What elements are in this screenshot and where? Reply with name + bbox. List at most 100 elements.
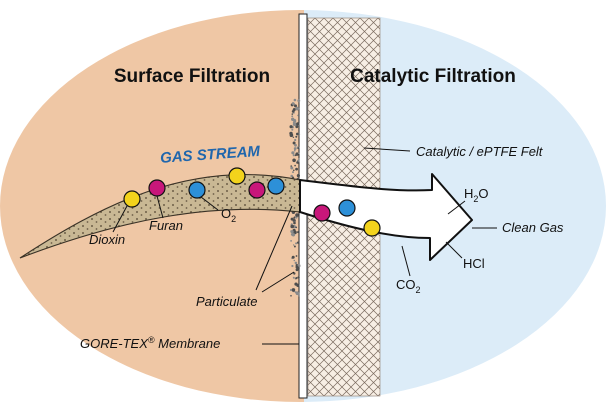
particulate-speck <box>291 255 295 259</box>
particulate-speck <box>293 169 295 172</box>
particulate-speck <box>295 242 298 245</box>
particulate-speck <box>293 272 296 275</box>
particulate-speck <box>296 241 300 244</box>
particulate-speck <box>295 167 298 171</box>
particulate-leader-line <box>255 205 293 291</box>
oxygen-leader-line <box>200 196 219 211</box>
oxygen-molecule <box>188 181 206 199</box>
particulate-leader-line <box>261 271 295 293</box>
membrane-label: GORE-TEX® Membrane <box>80 335 220 351</box>
particulate-speck <box>296 161 299 164</box>
dioxin-label: Dioxin <box>89 232 125 247</box>
particulate-speck <box>294 138 297 142</box>
particulate-speck <box>290 165 293 167</box>
furan-leader-line <box>156 195 164 219</box>
particulate-speck <box>290 174 294 178</box>
co2-leader-line <box>401 245 411 277</box>
furan-molecule <box>313 204 331 222</box>
hcl-label: HCl <box>463 256 485 271</box>
co2-label: CO2 <box>396 277 421 295</box>
particulate-speck <box>295 125 299 129</box>
hcl-leader-line <box>445 241 463 259</box>
particulate-speck <box>294 148 296 151</box>
particulate-speck <box>290 295 292 297</box>
particulate-speck <box>290 240 292 242</box>
dioxin-molecule <box>228 167 246 185</box>
particulate-speck <box>294 104 297 108</box>
particulate-speck <box>292 101 294 104</box>
particulate-speck <box>291 113 294 115</box>
oxygen-molecule <box>338 199 356 217</box>
particulate-speck <box>292 136 295 138</box>
particulate-speck <box>293 216 296 218</box>
particulate-speck <box>297 266 300 270</box>
particulate-speck <box>291 115 294 118</box>
particulate-speck <box>294 261 298 265</box>
particulate-speck <box>295 213 299 217</box>
dioxin-leader-line <box>112 205 128 233</box>
particulate-speck <box>297 276 300 279</box>
particulate-speck <box>298 152 300 154</box>
furan-molecule <box>148 179 166 197</box>
clean-gas-arrow <box>299 173 473 261</box>
particulate-speck <box>294 154 297 157</box>
particulate-speck <box>291 110 295 113</box>
dioxin-molecule <box>123 190 141 208</box>
particulate-speck <box>292 158 296 163</box>
particulate-speck <box>290 217 294 221</box>
particulate-speck <box>297 231 299 234</box>
particulate-speck <box>297 294 300 297</box>
gas-stream-label: GAS STREAM <box>160 143 261 167</box>
particulate-speck <box>291 151 295 155</box>
felt-leader-line <box>363 147 411 152</box>
particulate-speck <box>293 221 296 225</box>
particulate-speck <box>290 166 294 170</box>
particulate-speck <box>297 99 301 103</box>
particulate-speck <box>294 164 296 167</box>
particulate-speck <box>292 276 295 279</box>
particulate-speck <box>296 174 300 178</box>
surface-filtration-title: Surface Filtration <box>114 66 270 87</box>
particulate-speck <box>292 244 295 246</box>
particulate-speck <box>295 255 298 257</box>
particulate-speck <box>295 135 298 138</box>
particulate-speck <box>289 131 293 136</box>
catalytic-filtration-title: Catalytic Filtration <box>350 66 516 87</box>
furan-label: Furan <box>149 218 183 233</box>
clean-gas-label: Clean Gas <box>502 220 564 235</box>
dioxin-molecule <box>363 219 381 237</box>
particulate-speck <box>294 143 297 147</box>
particulate-speck <box>297 147 300 150</box>
particulate-speck <box>297 292 300 295</box>
particulate-speck <box>293 259 296 262</box>
particulate-speck <box>295 106 300 111</box>
particulate-speck <box>296 122 300 126</box>
particulate-speck <box>290 230 292 232</box>
particulate-speck <box>293 98 297 102</box>
felt-label: Catalytic / ePTFE Felt <box>416 144 544 159</box>
particulate-speck <box>291 223 293 225</box>
particulate-speck <box>293 245 296 248</box>
particulate-speck <box>291 288 296 292</box>
particulate-speck <box>289 125 293 129</box>
furan-molecule <box>248 181 266 199</box>
particulate-speck <box>295 226 298 229</box>
particulate-speck <box>292 171 294 174</box>
oxygen-molecule <box>267 177 285 195</box>
particulate-speck <box>296 132 299 136</box>
particulate-speck <box>291 233 296 237</box>
particulate-speck <box>298 158 300 160</box>
particulate-label: Particulate <box>196 294 257 309</box>
water-label: H2O <box>464 186 489 204</box>
particulate-speck <box>295 268 299 272</box>
particulate-speck <box>292 154 295 157</box>
particulate-speck <box>291 264 294 268</box>
particulate-speck <box>294 282 298 286</box>
particulate-speck <box>295 277 298 280</box>
particulate-speck <box>297 114 299 117</box>
particulate-speck <box>292 121 295 124</box>
particulate-speck <box>290 224 295 229</box>
particulate-speck <box>291 117 295 122</box>
